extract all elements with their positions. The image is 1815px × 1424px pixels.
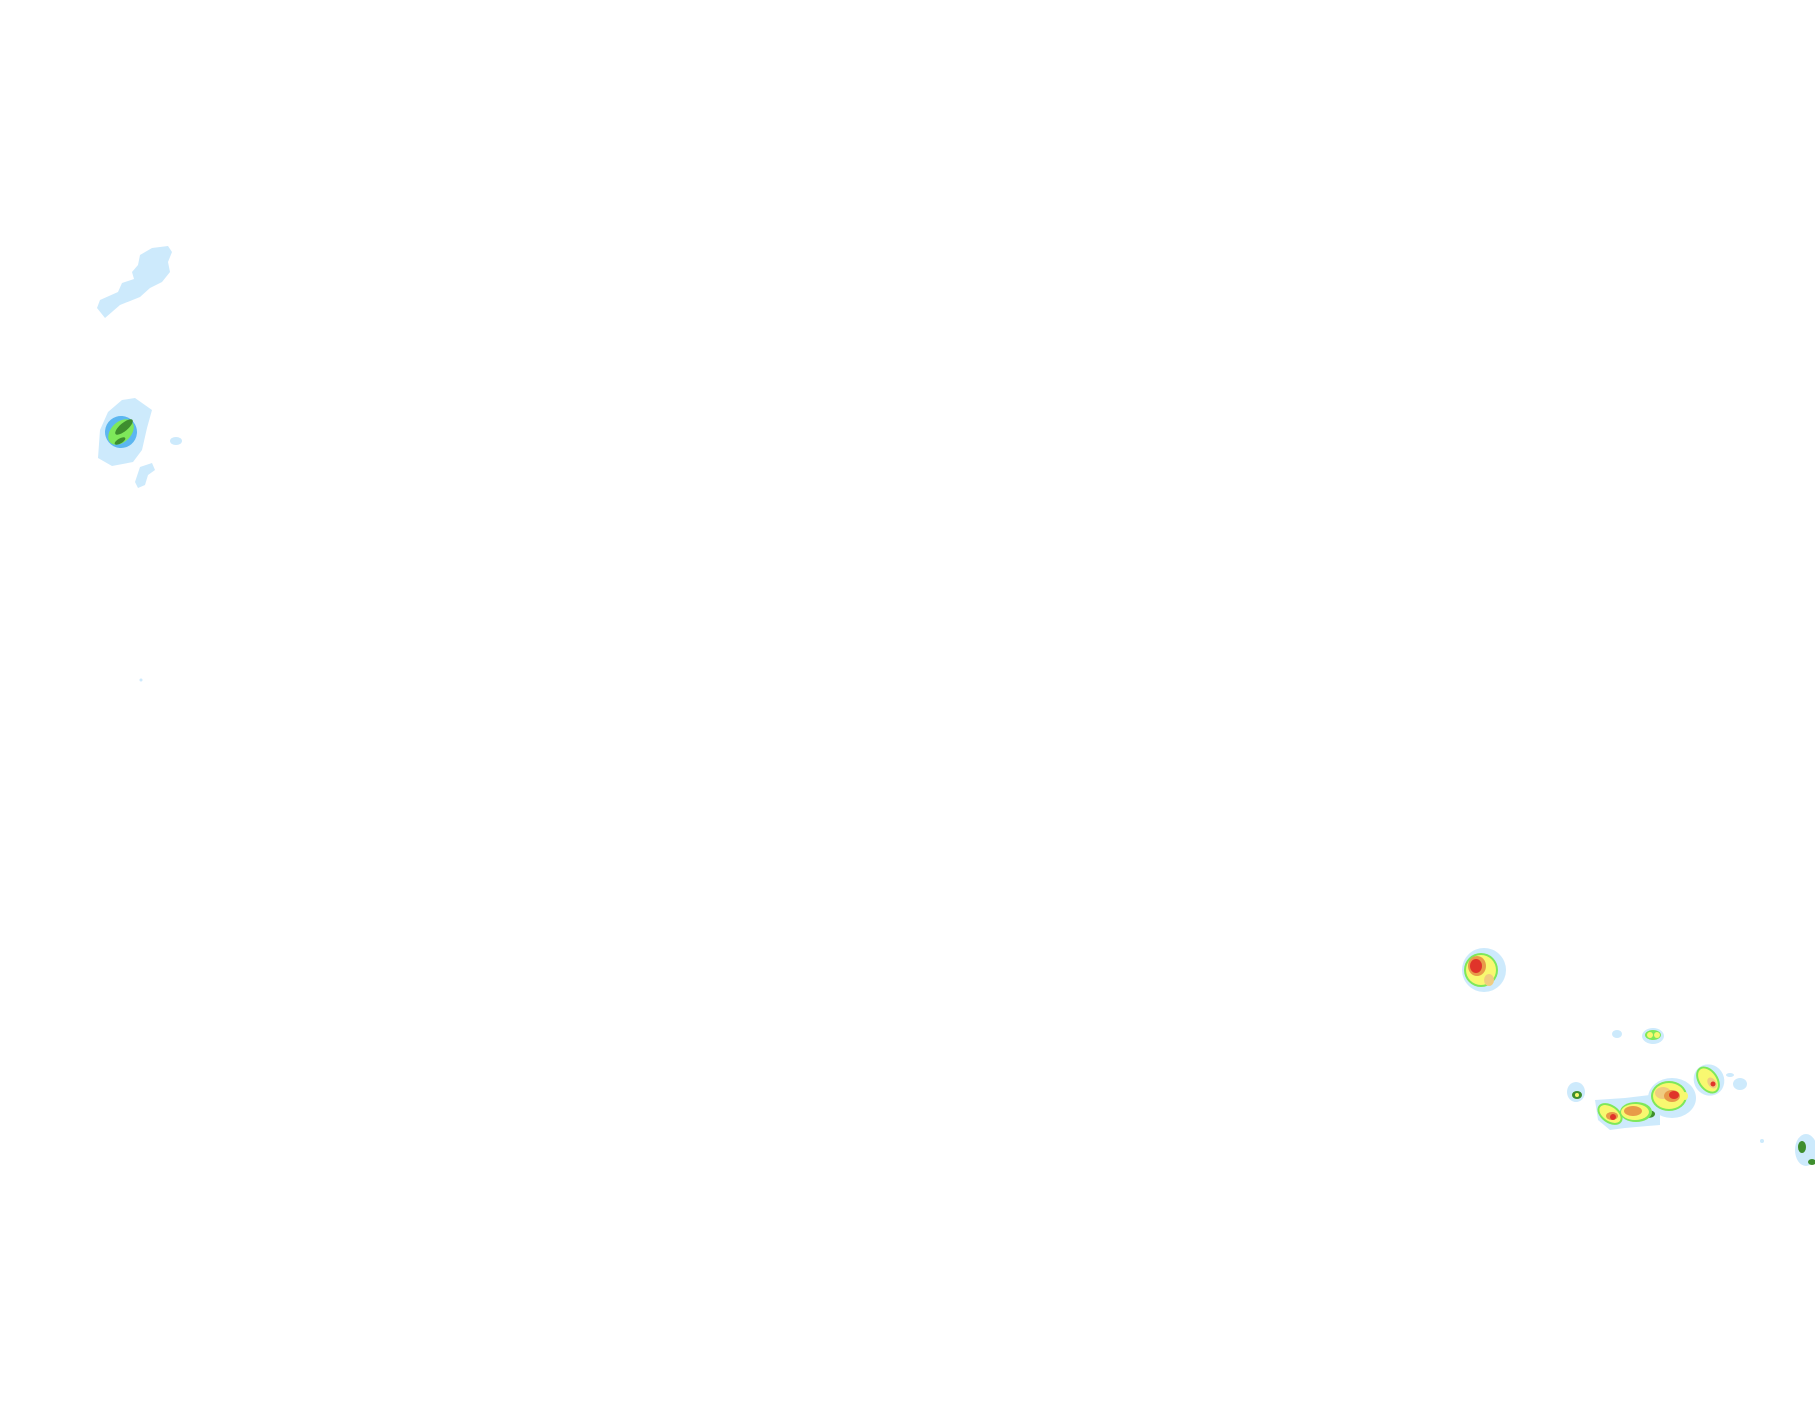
precip-cell-se-main xyxy=(1462,948,1506,992)
precip-cell-se-east xyxy=(1648,1078,1696,1118)
precip-speck xyxy=(139,678,143,682)
precip-cell-nw-storm xyxy=(98,398,182,682)
precip-cell-nw-band xyxy=(97,246,172,318)
precip-cell-se-edge xyxy=(1795,1134,1815,1166)
precip-cell-se-west xyxy=(1567,1082,1585,1102)
precip-cell-se-northeast xyxy=(1693,1064,1764,1143)
precip-cell-se-center xyxy=(1595,1095,1660,1130)
precip-cell-se-pair xyxy=(1612,1028,1664,1044)
